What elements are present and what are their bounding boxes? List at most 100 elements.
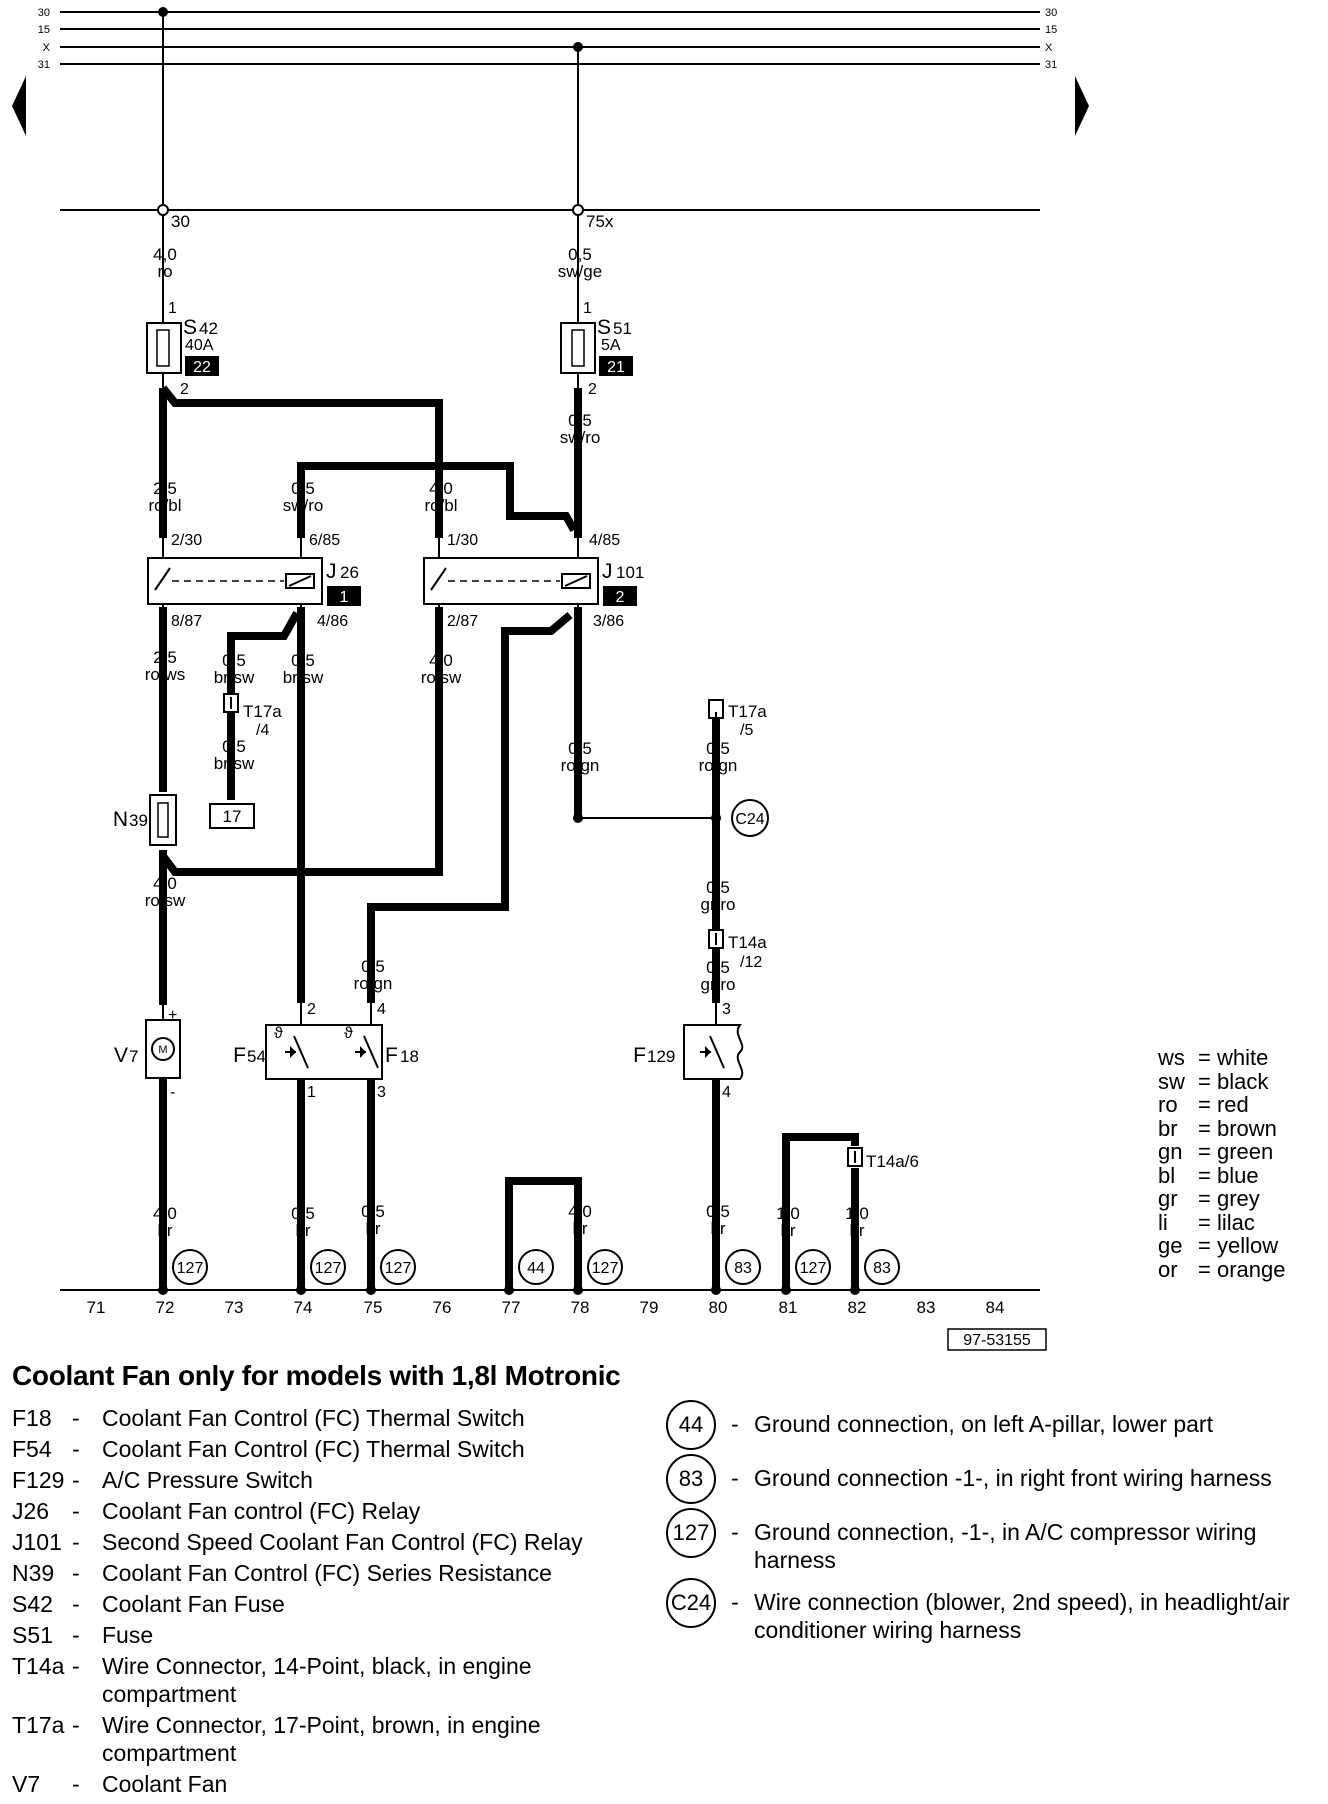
wire-color: ro/gn xyxy=(561,756,600,775)
svg-text:21: 21 xyxy=(607,359,625,376)
ground-point: 127 xyxy=(310,1249,346,1285)
ground-key: 44-Ground connection, on left A-pillar, … xyxy=(666,1400,1306,1648)
key-row: S42-Coolant Fan Fuse xyxy=(12,1590,642,1618)
thermal-switches-f54-f18: ϑ ϑ 2 1 4 3 F 54 F 18 xyxy=(233,1001,419,1101)
bus-terminal-label: 30 xyxy=(171,212,190,231)
svg-text:3/86: 3/86 xyxy=(593,613,624,630)
wire-color: ro/sw xyxy=(145,891,186,910)
ground-desc: Ground connection, on left A-pillar, low… xyxy=(754,1411,1213,1437)
svg-text:F: F xyxy=(633,1044,646,1067)
key-dash: - xyxy=(72,1405,80,1431)
svg-text:22: 22 xyxy=(193,359,211,376)
key-desc: Second Speed Coolant Fan Control (FC) Re… xyxy=(102,1529,583,1555)
track-number: 78 xyxy=(571,1298,590,1317)
legend-code: or xyxy=(1158,1256,1178,1282)
svg-text:2/30: 2/30 xyxy=(171,532,202,549)
wiring-diagram: 30 15 X 31 30 15 X 31 30 75x xyxy=(12,7,1089,1351)
legend-color: = brown xyxy=(1198,1115,1277,1141)
svg-text:6/85: 6/85 xyxy=(309,532,340,549)
svg-text:4: 4 xyxy=(722,1084,731,1101)
fuse-s42: 1 2 S 42 40A 22 xyxy=(146,300,219,398)
switch-contact-icon xyxy=(363,1035,379,1069)
drawing-number: 97-53155 xyxy=(947,1328,1047,1351)
wire-color: ro/bl xyxy=(148,496,181,515)
track-number: 83 xyxy=(917,1298,936,1317)
wire-color: br xyxy=(365,1219,380,1238)
track-number: 76 xyxy=(433,1298,452,1317)
svg-text:2/87: 2/87 xyxy=(447,613,478,630)
wire-gauge: 1,0 xyxy=(776,1204,800,1223)
svg-text:42: 42 xyxy=(199,319,218,338)
svg-text:54: 54 xyxy=(247,1047,266,1066)
wire-gauge: 0,5 xyxy=(706,739,730,758)
legend-row: ws= white xyxy=(1158,1046,1285,1070)
key-dash: - xyxy=(72,1467,80,1493)
rail-label-right: 31 xyxy=(1045,59,1057,71)
legend-code: li xyxy=(1158,1209,1168,1235)
wire-color: ro/ws xyxy=(145,665,186,684)
legend-code: sw xyxy=(1158,1068,1185,1094)
svg-text:/12: /12 xyxy=(740,954,762,971)
wire-gauge: 2,5 xyxy=(153,479,177,498)
splice-c24: C24 xyxy=(731,799,769,837)
key-row: F129-A/C Pressure Switch xyxy=(12,1466,642,1494)
key-row: F18-Coolant Fan Control (FC) Thermal Swi… xyxy=(12,1404,642,1432)
resistor-n39: N 39 xyxy=(113,794,177,846)
key-dash: - xyxy=(72,1771,80,1797)
key-desc: Coolant Fan Fuse xyxy=(102,1591,285,1617)
component-key: F18-Coolant Fan Control (FC) Thermal Swi… xyxy=(12,1404,642,1801)
junction-dot xyxy=(711,813,721,823)
wire-gauge: 1,0 xyxy=(845,1204,869,1223)
switch-contact-icon xyxy=(709,1035,725,1069)
fuse-s51: 1 2 S 51 5A 21 xyxy=(560,300,633,398)
legend-color: = green xyxy=(1198,1139,1274,1164)
wire-color: br/sw xyxy=(283,668,324,687)
svg-text:T17a: T17a xyxy=(243,702,282,721)
svg-text:3: 3 xyxy=(377,1084,386,1101)
key-desc: Coolant Fan control (FC) Relay xyxy=(102,1498,421,1524)
svg-text:J: J xyxy=(326,560,337,583)
legend-code: bl xyxy=(1158,1162,1176,1188)
ground-bar xyxy=(60,1285,1040,1295)
key-desc: Coolant Fan xyxy=(102,1771,228,1797)
legend-color: = black xyxy=(1198,1068,1269,1094)
rail-label-left: 15 xyxy=(38,24,50,36)
wire-gauge: 0,5 xyxy=(568,739,592,758)
svg-text:40A: 40A xyxy=(185,337,214,354)
key-row: J26-Coolant Fan control (FC) Relay xyxy=(12,1497,642,1525)
key-row: J101-Second Speed Coolant Fan Control (F… xyxy=(12,1528,642,1556)
svg-text:F: F xyxy=(233,1044,246,1067)
fan-motor-v7: M + - V 7 xyxy=(114,1000,181,1101)
wire-color-legend: ws= white sw= black ro= red br= brown gn… xyxy=(1158,1046,1285,1281)
key-dash: - xyxy=(731,1411,739,1437)
track-number: 74 xyxy=(294,1298,313,1317)
ground-number-badge: 83 xyxy=(666,1454,716,1504)
key-code: F54 xyxy=(12,1436,52,1462)
track-number: 77 xyxy=(502,1298,521,1317)
legend-code: gr xyxy=(1158,1186,1178,1211)
wire-color: sw/ge xyxy=(558,262,602,281)
key-dash: - xyxy=(72,1653,80,1679)
top-rails: 30 15 X 31 30 15 X 31 xyxy=(12,7,1089,136)
wire-gauge: 0,5 xyxy=(568,245,592,264)
wire-gauge: 2,5 xyxy=(153,648,177,667)
legend-color: = red xyxy=(1198,1092,1249,1117)
svg-text:127: 127 xyxy=(800,1260,827,1277)
connector-t17a-5: T17a /5 xyxy=(708,699,767,739)
track-number: 80 xyxy=(709,1298,728,1317)
wire-gauge: 0,5 xyxy=(222,651,246,670)
wire-color: ro/gn xyxy=(699,756,738,775)
key-code: F18 xyxy=(12,1405,52,1431)
wiring xyxy=(159,385,859,1290)
svg-text:1: 1 xyxy=(583,300,592,317)
key-code: F129 xyxy=(12,1467,65,1493)
rail-label-left: 30 xyxy=(38,7,50,19)
svg-text:F: F xyxy=(385,1044,398,1067)
reference-box-17: 17 xyxy=(209,803,255,829)
pressure-switch-f129: 3 4 F 129 xyxy=(633,1001,744,1101)
wire-gauge: 0,5 xyxy=(291,1204,315,1223)
wire-gauge: 0,5 xyxy=(291,651,315,670)
svg-text:39: 39 xyxy=(129,811,148,830)
svg-text:26: 26 xyxy=(340,563,359,582)
ground-number-badge: C24 xyxy=(666,1578,716,1628)
